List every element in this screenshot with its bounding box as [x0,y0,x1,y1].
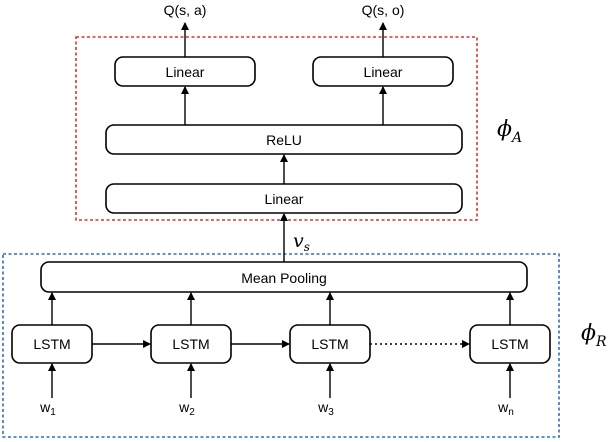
relu-label: ReLU [266,132,302,148]
relu-node: ReLU [105,124,463,155]
lstm-label: LSTM [491,336,528,352]
lstm-label: LSTM [33,336,70,352]
linear-action-node: Linear [114,56,256,87]
lstm-node-4: LSTM [469,324,551,364]
lstm-node-3: LSTM [289,324,371,364]
linear-object-node: Linear [312,56,454,87]
input-token-4: wn [497,399,514,418]
lstm-node-2: LSTM [150,324,232,364]
lstm-node-1: LSTM [11,324,93,364]
linear-action-label: Linear [166,64,205,80]
representation-module-label: ϕR [581,321,607,350]
mean-pooling-label: Mean Pooling [241,270,327,286]
output-q-object: Q(s, o) [362,2,405,18]
action-module-frame [75,36,478,221]
linear-object-label: Linear [364,64,403,80]
mean-pooling-node: Mean Pooling [40,261,528,293]
representation-module-frame [2,253,560,438]
lstm-label: LSTM [311,336,348,352]
lstm-layer: LSTM w1 LSTM w2 LSTM w3 LSTM wn [11,292,551,418]
input-token-3: w3 [317,399,334,418]
output-q-action: Q(s, a) [164,2,207,18]
input-token-1: w1 [39,399,56,418]
linear-shared-label: Linear [265,191,304,207]
input-token-2: w2 [178,399,195,418]
lstm-label: LSTM [172,336,209,352]
action-module-label: ϕA [497,117,522,146]
state-vector-label: vs [293,230,310,254]
linear-shared-node: Linear [105,183,463,214]
